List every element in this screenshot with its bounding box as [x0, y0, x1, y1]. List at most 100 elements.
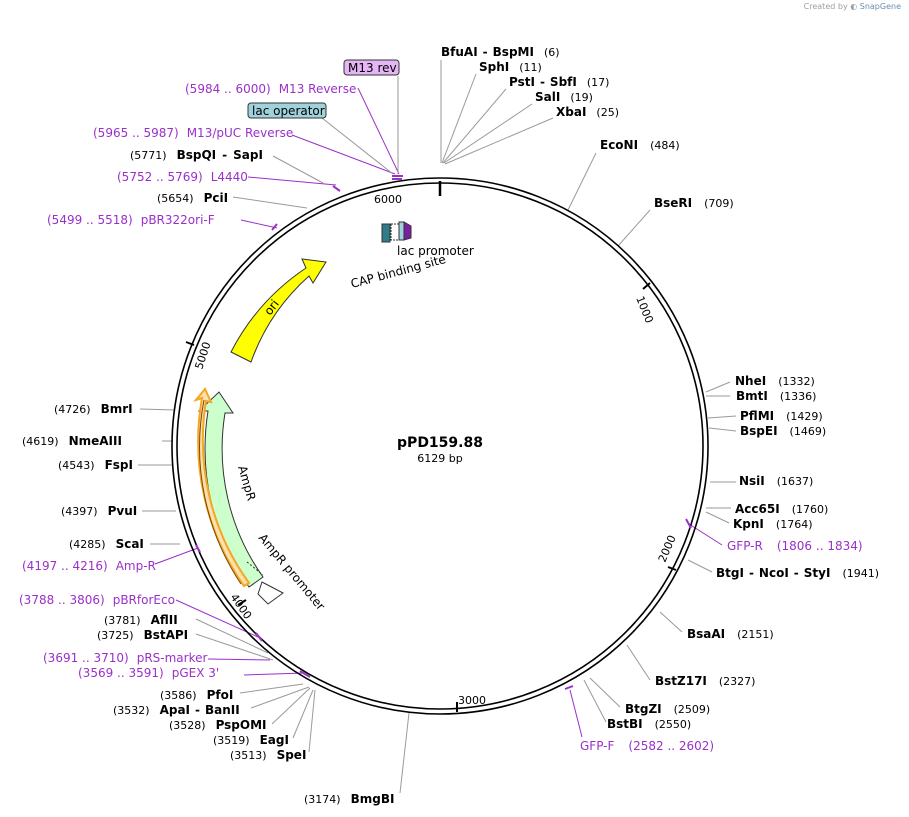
enzyme-nhei-row[interactable]: NheI(1332) [735, 374, 815, 388]
enzyme-pfoi-row[interactable]: (3586) PfoI [160, 688, 233, 702]
enzyme-nsii-row[interactable]: NsiI(1637) [739, 474, 813, 488]
enzyme-pflmi: PflMI [740, 409, 774, 423]
enzyme-acc65i: Acc65I [735, 502, 780, 516]
enzyme-spei: SpeI [277, 748, 307, 762]
credit-text: Created by [803, 2, 848, 11]
enzyme-scai: ScaI [116, 537, 144, 551]
enzyme-aflii-row[interactable]: (3781)AflII [104, 613, 178, 627]
enzyme-bstbi-row[interactable]: BstBI(2550) [607, 717, 691, 731]
cap-binding-site-feature[interactable] [381, 223, 391, 243]
enzyme-btgzi-row[interactable]: BtgZI(2509) [625, 702, 710, 716]
enzyme-pspomi-row[interactable]: (3528)PspOMI [169, 718, 267, 732]
ampr-promoter-dash [246, 561, 264, 576]
ori-feature[interactable] [230, 258, 327, 363]
enzyme-apai-row[interactable]: (3532)ApaI-BanII [113, 703, 240, 717]
enzyme-styi: StyI [804, 566, 831, 580]
enzyme-apai: ApaI [160, 703, 190, 717]
enzyme-bfuai-row[interactable]: BfuAI-BspMI(6) [441, 45, 560, 59]
enzyme-banii: BanII [205, 703, 240, 717]
primer-amp-r-range: (4197 .. 4216) [22, 559, 108, 573]
enzyme-acc65i-row[interactable]: Acc65I(1760) [735, 502, 828, 516]
enzyme-fspi-row[interactable]: (4543)FspI [58, 458, 133, 472]
enzyme-bsaai-row[interactable]: BsaAI(2151) [687, 627, 774, 641]
primer-l4440-name: L4440 [211, 170, 248, 184]
enzyme-econi: EcoNI [600, 138, 638, 152]
enzyme-bstapi-row[interactable]: (3725)BstAPI [97, 628, 188, 642]
enzyme-btgi: BtgI [716, 566, 744, 580]
enzyme-sphi-row[interactable]: SphI(11) [479, 60, 542, 74]
enzyme-pspomi-pos: (3528) [169, 719, 206, 732]
enzyme-pflmi-pos: (1429) [786, 410, 823, 423]
enzyme-pvui-row[interactable]: (4397)PvuI [61, 504, 137, 518]
enzyme-bfuai: BfuAI [441, 45, 478, 59]
primer-gfp-r-name: GFP-R [727, 539, 763, 553]
primer-l4440[interactable]: (5752 .. 5769)L4440 [117, 170, 248, 184]
primer-pgex-range: (3569 .. 3591) [78, 666, 164, 680]
enzyme-sbfi: SbfI [550, 75, 577, 89]
enzyme-eagi-row[interactable]: (3519)EagI [213, 733, 289, 747]
box-leaders [321, 76, 399, 175]
lac-promoter-feature[interactable] [403, 221, 412, 241]
enzyme-bstz17i-row[interactable]: BstZ17I(2327) [655, 674, 755, 688]
enzyme-scai-row[interactable]: (4285)ScaI [69, 537, 144, 551]
enzyme-btgzi: BtgZI [625, 702, 662, 716]
enzyme-spei-row[interactable]: (3513)SpeI [230, 748, 306, 762]
enzyme-pcii-row[interactable]: (5654)PciI [157, 191, 228, 205]
enzyme-eagi: EagI [260, 733, 289, 747]
enzyme-bspei-pos: (1469) [790, 425, 827, 438]
primer-pbr322ori-f[interactable]: (5499 .. 5518)pBR322ori-F [47, 213, 215, 227]
enzyme-pfoi: PfoI [207, 688, 234, 702]
m13-rev-box[interactable] [343, 59, 400, 76]
enzyme-kpni: KpnI [733, 517, 764, 531]
primer-m13-puc-name: M13/pUC Reverse [187, 126, 294, 140]
enzyme-sali-pos: (19) [570, 91, 593, 104]
tick-1000: 1000 [633, 294, 656, 325]
enzyme-nmeaiii: NmeAIII [69, 434, 122, 448]
primer-prs-marker[interactable]: (3691 .. 3710)pRS-marker [43, 651, 207, 665]
enzyme-bspqi-row[interactable]: (5771)BspQI-SapI [130, 148, 263, 162]
enzyme-bspei: BspEI [740, 424, 778, 438]
enzyme-kpni-pos: (1764) [776, 518, 813, 531]
tick-mark-4000 [237, 599, 247, 606]
primer-pgex-3[interactable]: (3569 .. 3591) pGEX 3' [78, 666, 219, 680]
backbone-outer [171, 177, 709, 715]
tick-2000: 2000 [656, 533, 679, 564]
primer-gfp-f[interactable]: GFP-F (2582 .. 2602) [580, 739, 714, 753]
enzyme-bmri-row[interactable]: (4726)BmrI [54, 402, 133, 416]
lac-operator-box[interactable] [247, 102, 327, 119]
enzyme-bmti-row[interactable]: BmtI(1336) [736, 389, 816, 403]
primer-pbr322-name: pBR322ori-F [141, 213, 215, 227]
primer-amp-r[interactable]: (4197 .. 4216)Amp-R [22, 559, 156, 573]
enzyme-psti-row[interactable]: PstI-SbfI(17) [509, 75, 609, 89]
tick-mark-1000 [642, 282, 651, 290]
primer-m13-puc-reverse[interactable]: (5965 .. 5987)M13/pUC Reverse [93, 126, 293, 140]
enzyme-bstbi: BstBI [607, 717, 643, 731]
snapgene-credit: Created by ◐ SnapGene [804, 2, 901, 11]
enzyme-bmgbi-row[interactable]: (3174) BmgBI [304, 792, 394, 806]
enzyme-btgi-row[interactable]: BtgI-NcoI-StyI(1941) [716, 566, 879, 580]
primer-pbrforeco[interactable]: (3788 .. 3806)pBRforEco [19, 593, 175, 607]
enzyme-nmeaiii-row[interactable]: (4619)NmeAIII [22, 434, 122, 448]
enzyme-pflmi-row[interactable]: PflMI (1429) [740, 409, 823, 423]
primer-m13-reverse[interactable]: (5984 .. 6000)M13 Reverse [185, 82, 356, 96]
enzyme-xbai: XbaI [556, 105, 586, 119]
enzyme-bseri-row[interactable]: BseRI(709) [654, 196, 734, 210]
primer-gfp-f-range: (2582 .. 2602) [628, 739, 714, 753]
enzyme-bmgbi-pos: (3174) [304, 793, 341, 806]
enzyme-econi-row[interactable]: EcoNI(484) [600, 138, 680, 152]
enzyme-kpni-row[interactable]: KpnI (1764) [733, 517, 812, 531]
primer-gfp-r[interactable]: GFP-R(1806 .. 1834) [727, 539, 863, 553]
enzyme-pfoi-pos: (3586) [160, 689, 197, 702]
enzyme-bspqi-pos: (5771) [130, 149, 167, 162]
enzyme-sali-row[interactable]: SalI(19) [535, 90, 593, 104]
enzyme-pcii: PciI [204, 191, 229, 205]
enzyme-bspei-row[interactable]: BspEI (1469) [740, 424, 826, 438]
lac-operator-feature[interactable] [398, 221, 405, 241]
primer-pgex-name: pGEX 3' [172, 666, 219, 680]
ampr-promoter-feature[interactable] [257, 581, 284, 605]
snapgene-logo-icon: ◐ [850, 2, 858, 11]
enzyme-bmgbi: BmgBI [351, 792, 395, 806]
primer-gfp-f-name: GFP-F [580, 739, 615, 753]
enzyme-bstz17i: BstZ17I [655, 674, 707, 688]
enzyme-xbai-row[interactable]: XbaI(25) [556, 105, 619, 119]
